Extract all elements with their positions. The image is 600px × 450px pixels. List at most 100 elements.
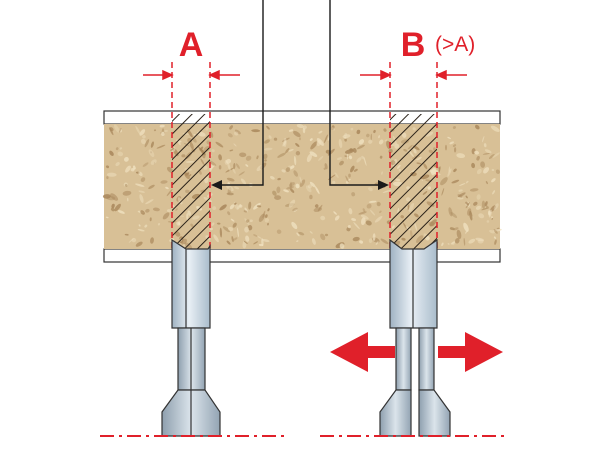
cutter-b-body-left [379, 389, 412, 437]
board-speckle [160, 180, 168, 184]
board-speckle [334, 215, 340, 221]
board-speckle [264, 214, 268, 218]
board-speckle [150, 141, 154, 148]
board-speckle [227, 162, 231, 172]
board-speckle [229, 204, 235, 210]
guide-lines [171, 62, 438, 252]
board-speckle [105, 165, 110, 169]
board-speckle [209, 164, 216, 170]
board-speckle [378, 139, 384, 145]
board-top-laminate [103, 110, 501, 125]
board-speckle [138, 171, 143, 177]
board-speckle [135, 183, 145, 187]
board-speckle [256, 205, 262, 208]
board-speckle [222, 226, 230, 233]
board-speckle [139, 129, 146, 136]
board-speckle [140, 210, 145, 215]
board-speckle [314, 186, 320, 195]
board-speckle [102, 194, 111, 199]
board-speckle [114, 124, 120, 133]
board-speckle [346, 153, 348, 160]
board-speckle [229, 125, 233, 130]
board-speckle [483, 167, 490, 174]
board-speckle [457, 196, 464, 200]
board-speckle [165, 186, 169, 190]
board-speckle [452, 144, 457, 147]
board-speckle [313, 207, 323, 212]
board-speckle [248, 201, 252, 210]
board-speckle [339, 160, 344, 166]
board-speckle [232, 222, 237, 228]
board-speckle [366, 133, 370, 138]
board-speckle [135, 125, 141, 135]
board-speckle [218, 165, 222, 170]
board-speckle [351, 192, 356, 197]
board-speckle [383, 128, 387, 132]
board-speckle [249, 219, 253, 223]
board-speckle [277, 177, 281, 181]
board-speckle [447, 136, 451, 140]
board-speckle [493, 229, 498, 234]
board-speckle [455, 238, 460, 244]
board-speckle [356, 129, 361, 135]
board-speckle [144, 224, 148, 228]
board-speckle [367, 187, 373, 192]
board-speckle [245, 164, 249, 167]
board-speckle [238, 171, 245, 176]
board-speckle [210, 131, 214, 138]
board-speckle [227, 226, 234, 232]
board-speckle [485, 181, 488, 185]
board-speckle [156, 144, 166, 149]
board-speckle [245, 219, 250, 223]
board-speckle [234, 186, 240, 190]
board-speckle [166, 166, 174, 173]
board-speckle [324, 163, 328, 170]
board-speckle [295, 143, 300, 147]
board-speckle [139, 194, 144, 203]
board-speckle [451, 179, 460, 184]
board-speckle [251, 129, 261, 133]
board-speckle [245, 155, 252, 161]
board-speckle [233, 163, 236, 169]
board-speckle [227, 133, 233, 138]
board-speckle [267, 208, 270, 212]
board-speckle [263, 153, 268, 160]
board-speckle [212, 206, 217, 211]
board-speckle [361, 155, 365, 160]
board-speckle [282, 140, 287, 147]
board-speckle [471, 162, 476, 169]
board-speckle [277, 152, 286, 158]
board-speckle [453, 147, 457, 153]
board-speckle [345, 180, 349, 184]
board-speckle [488, 154, 495, 159]
cutter-tool-b [379, 238, 451, 437]
board-speckle [314, 204, 319, 208]
board-speckle [240, 178, 247, 185]
board-speckle [291, 221, 298, 230]
board-speckle [491, 217, 494, 220]
board-speckle [150, 237, 154, 244]
board-speckle [352, 147, 357, 153]
board-speckle [296, 240, 299, 242]
board-speckle [445, 144, 447, 151]
board-speckle [289, 181, 292, 191]
board-speckle [359, 240, 364, 244]
groove-b-hatch [390, 114, 437, 249]
board-speckle [153, 129, 157, 132]
board-speckle [216, 222, 221, 225]
board-speckle [476, 194, 481, 200]
board-speckle [310, 141, 318, 150]
board-speckle [299, 176, 303, 184]
board-speckle [234, 129, 241, 135]
board-speckle [456, 153, 466, 159]
board-speckle [296, 123, 304, 129]
board-speckle [225, 158, 232, 164]
board-speckle [438, 166, 441, 174]
board-speckle [468, 238, 476, 244]
board-speckle [302, 125, 307, 130]
board-speckle [237, 227, 239, 238]
board-speckle [239, 204, 243, 208]
board-speckle [145, 208, 150, 213]
board-speckle [138, 224, 141, 227]
board-speckle [324, 233, 329, 237]
